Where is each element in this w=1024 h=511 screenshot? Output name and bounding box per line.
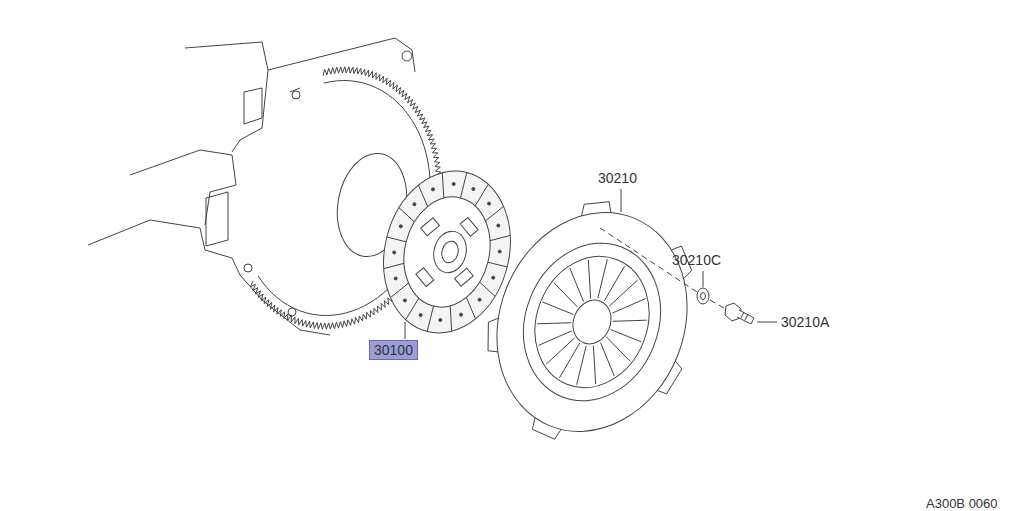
disc-plate <box>393 188 502 317</box>
lining-segment <box>427 306 433 331</box>
spring-finger <box>609 280 637 306</box>
release-hole <box>567 294 618 349</box>
rivet <box>452 182 455 185</box>
damper-spring <box>416 268 434 287</box>
washer <box>697 288 709 304</box>
rivet <box>393 251 396 254</box>
bolt-thread <box>741 312 744 318</box>
spring-finger <box>598 259 608 298</box>
leader-line <box>621 189 622 212</box>
fasteners <box>600 228 754 324</box>
bolt-shank <box>737 310 754 324</box>
bolt-hole <box>292 91 300 99</box>
callout-number: 30210 <box>598 170 637 186</box>
lining-segment <box>485 206 503 221</box>
engine-outline <box>88 220 232 258</box>
bolt-hole <box>244 264 252 272</box>
lining-segment <box>450 306 452 331</box>
spring-finger <box>546 338 574 364</box>
callout-number: 30210C <box>672 252 721 268</box>
rivet <box>488 202 491 205</box>
spring-finger <box>588 260 590 299</box>
rivet <box>394 277 397 280</box>
assembly-line <box>710 300 724 308</box>
lining-segment <box>418 185 427 206</box>
rivet <box>472 188 475 191</box>
lining-segment <box>480 282 495 296</box>
washer-hole <box>701 293 706 300</box>
rivet <box>431 188 434 191</box>
leader-line <box>405 322 406 339</box>
spring-finger <box>613 320 647 321</box>
spring-finger <box>593 346 595 385</box>
engine-plate <box>232 258 330 335</box>
leader-line <box>757 322 777 323</box>
damper-spring <box>460 217 478 236</box>
spring-finger <box>606 337 630 361</box>
diaphragm-spring <box>516 239 669 405</box>
cover-rim <box>465 184 720 461</box>
lining-segment <box>390 283 408 298</box>
engine-plate <box>268 38 415 72</box>
rivet <box>460 313 463 316</box>
lining-segment <box>488 262 507 267</box>
rivet <box>419 313 422 316</box>
spring-finger <box>537 323 571 324</box>
spline-bore <box>440 239 461 264</box>
spring-finger <box>577 346 587 385</box>
rivet <box>498 250 501 253</box>
lining-segment <box>406 298 419 320</box>
spring-finger <box>604 266 624 301</box>
leader-line <box>703 271 704 287</box>
cover-step <box>500 222 683 421</box>
callout-number: 30210A <box>781 314 829 330</box>
bolt-hole <box>402 51 412 61</box>
rivet <box>492 276 495 279</box>
disc-hub <box>429 228 470 276</box>
engine-outline <box>185 42 268 152</box>
lining-segment <box>490 235 510 240</box>
lining-segment <box>387 237 406 242</box>
bolt-hole <box>288 308 296 316</box>
rivet <box>399 225 402 228</box>
callout-number: 30100 <box>374 342 413 358</box>
lining-segment <box>460 172 466 197</box>
lining-segment <box>399 208 414 222</box>
spring-finger <box>559 343 579 378</box>
pressure-plate <box>465 184 720 461</box>
lining-segment <box>466 297 475 318</box>
lining-segment <box>475 184 488 206</box>
rivet <box>497 224 500 227</box>
engine-block <box>88 38 415 335</box>
spring-finger <box>570 268 584 302</box>
rivet <box>403 299 406 302</box>
spring-finger <box>611 330 642 342</box>
spring-finger <box>600 342 614 376</box>
engine-rib <box>206 192 228 246</box>
rivet <box>413 203 416 206</box>
rivet <box>439 319 442 322</box>
lining-segment <box>384 263 404 268</box>
leader-lines <box>405 189 777 339</box>
rivet <box>478 298 481 301</box>
engine-rib <box>244 88 262 124</box>
damper-spring <box>421 218 440 236</box>
damper-spring <box>455 268 474 286</box>
highlighted-callout: 30100 <box>369 340 418 360</box>
spring-finger <box>612 299 645 314</box>
engine-outline <box>130 150 236 225</box>
spring-finger <box>554 283 578 307</box>
bolt-thread <box>745 314 748 320</box>
spring-finger <box>538 331 571 346</box>
figure-code: A300B 0060 <box>926 496 998 511</box>
spring-finger <box>543 302 574 314</box>
lining-segment <box>442 173 444 198</box>
